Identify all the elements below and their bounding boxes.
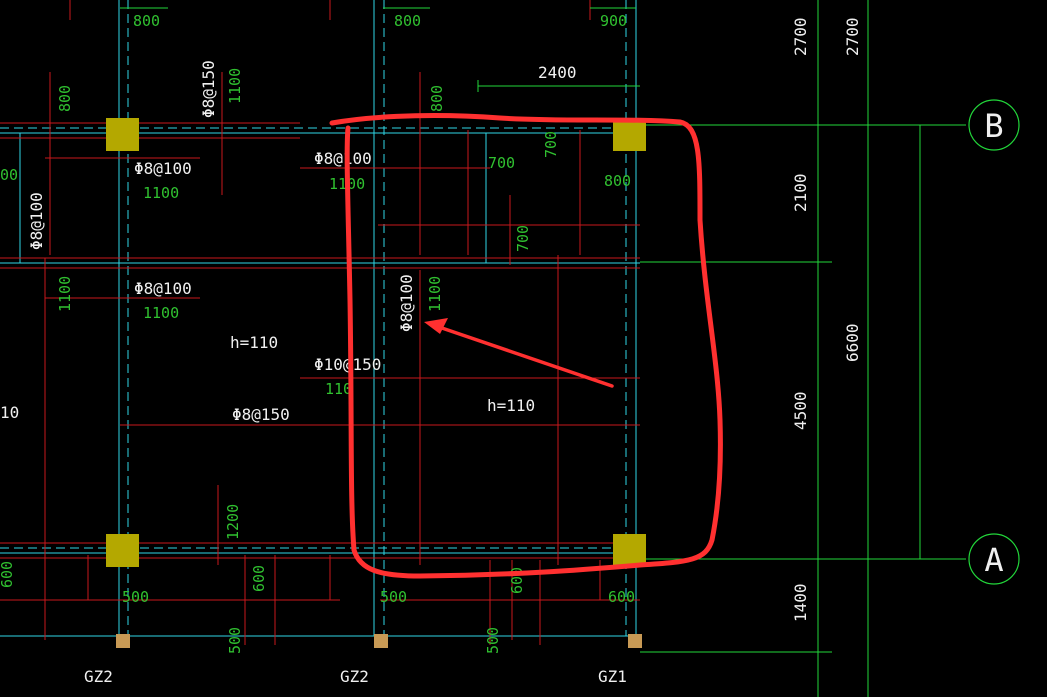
span-dimension-texts: 2400 2700 2700 2100 6600 4500 1400	[538, 17, 862, 622]
dim-text: 800	[394, 12, 421, 30]
dim-text-vertical: 800	[428, 85, 446, 112]
span-dim-vertical: 4500	[791, 391, 810, 430]
rebar-lines	[0, 0, 640, 645]
dim-text: 500	[380, 588, 407, 606]
dim-text-vertical: 500	[226, 627, 244, 654]
axis-bubble-a: A	[968, 533, 1020, 585]
gz-marker-1	[116, 634, 130, 648]
span-dim-vertical: 2100	[791, 173, 810, 212]
rebar-label: Φ10@150	[314, 355, 381, 374]
dim-text: 00	[0, 166, 18, 184]
dim-text-vertical: 600	[0, 561, 16, 588]
dim-text-vertical: 1200	[224, 504, 242, 540]
column-a3	[613, 534, 646, 567]
rebar-label: Φ8@100	[134, 279, 192, 298]
dim-text-vertical: 1100	[426, 276, 444, 312]
axis-bubble-b: B	[968, 99, 1020, 151]
dim-text: 700	[488, 154, 515, 172]
gz-label: GZ2	[84, 667, 113, 686]
annotation-arrow	[434, 324, 614, 388]
span-dim: 2400	[538, 63, 577, 82]
dim-text-vertical: 700	[542, 131, 560, 158]
dim-text: 500	[122, 588, 149, 606]
dim-text-vertical: 600	[250, 565, 268, 592]
slab-thickness: h=110	[487, 396, 535, 415]
slab-thickness-edge: 10	[0, 403, 19, 422]
annotation-markup	[329, 112, 723, 579]
gz-marker-2	[374, 634, 388, 648]
span-dim-vertical: 2700	[843, 17, 862, 56]
columns	[106, 118, 646, 648]
rebar-label: Φ8@100	[134, 159, 192, 178]
dim-text: 800	[133, 12, 160, 30]
dim-text-vertical: 1100	[226, 68, 244, 104]
annotation-outline	[329, 112, 723, 579]
slab-thickness: h=110	[230, 333, 278, 352]
dim-text: 1100	[143, 304, 179, 322]
dim-text-vertical: 800	[56, 85, 74, 112]
axis-label-b: B	[984, 107, 1003, 145]
column-b1	[106, 118, 139, 151]
span-dim-vertical: 6600	[843, 323, 862, 362]
rebar-label-vertical: Φ8@150	[199, 60, 218, 118]
gz-label: GZ1	[598, 667, 627, 686]
dim-text: 1100	[143, 184, 179, 202]
span-dim-vertical: 1400	[791, 583, 810, 622]
rebar-label-vertical: Φ8@100	[27, 192, 46, 250]
dim-text-vertical: 500	[484, 627, 502, 654]
dim-text: 900	[600, 12, 627, 30]
axis-label-a: A	[984, 541, 1003, 579]
span-dim-vertical: 2700	[791, 17, 810, 56]
annotation-arrow-head	[424, 318, 448, 334]
dim-text: 800	[604, 172, 631, 190]
rebar-label: Φ8@100	[314, 149, 372, 168]
dim-text: 600	[608, 588, 635, 606]
column-a1	[106, 534, 139, 567]
gz-label-group: GZ2 GZ2 GZ1	[84, 667, 627, 686]
dim-text-vertical: 1100	[56, 276, 74, 312]
dim-text-vertical: 700	[514, 225, 532, 252]
column-b3	[613, 118, 646, 151]
dim-text: 110	[325, 380, 352, 398]
axis-lines	[0, 0, 640, 637]
gz-marker-3	[628, 634, 642, 648]
rebar-label: Φ8@150	[232, 405, 290, 424]
gz-label: GZ2	[340, 667, 369, 686]
rebar-label-vertical: Φ8@100	[397, 274, 416, 332]
rebar-label-group: Φ8@100 Φ8@100 Φ8@100 Φ10@150 Φ8@150 Φ8@1…	[0, 60, 535, 424]
